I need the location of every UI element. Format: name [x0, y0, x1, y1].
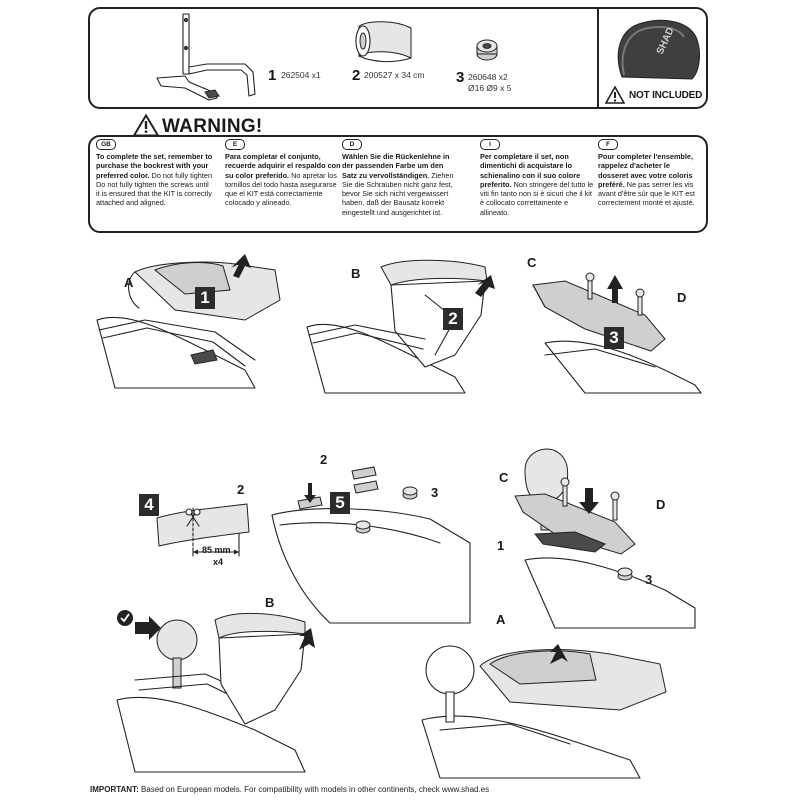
callout-a-step1: A [124, 275, 134, 290]
warning-body-fr: Ne pas serrer les vis avant d'être sûr q… [598, 179, 695, 208]
backrest-image: SHAD [617, 19, 700, 80]
step-5-illustration [271, 466, 471, 624]
warning-body-it: Non stringere del tutto le viti fin tant… [480, 179, 594, 217]
callout-b-final: B [265, 595, 275, 610]
warning-body-gb: Do not fully tighten Do not fully tighte… [96, 170, 212, 208]
callout-2-step4: 2 [237, 482, 245, 497]
parts-divider [597, 7, 599, 109]
warning-text-gb: GB To complete the set, remember to purc… [96, 139, 214, 208]
footnote-text: Based on European models. For compatibil… [138, 785, 490, 794]
warning-body-de: Ziehen Sie die Schrauben nicht ganz fest… [342, 170, 454, 217]
washer-part-icon [476, 39, 498, 61]
warning-bold-gb: To complete the set, remember to purchas… [96, 152, 213, 180]
callout-3-step6: 3 [645, 572, 653, 587]
part-1-code: 262504 x1 [281, 70, 321, 80]
part-3-number: 3 [456, 69, 465, 86]
step-3-badge: 3 [604, 327, 624, 349]
reinstall-seat-illustration [421, 644, 667, 779]
warning-text-es: E Para completar el conjunto, recuerde a… [225, 139, 343, 208]
check-icon [117, 610, 133, 626]
warning-bold-es: Para completar el conjunto, recuerde adq… [225, 152, 341, 180]
callout-b-step2: B [351, 266, 361, 281]
warning-text-de: D Wählen Sie die Rückenlehne in der pass… [342, 139, 460, 217]
cut-length-label: 85 mm [202, 545, 231, 555]
callout-3-step5: 3 [431, 485, 439, 500]
important-footnote: IMPORTANT: Based on European models. For… [90, 785, 489, 794]
step-4-illustration [156, 503, 250, 557]
callout-d-step3: D [677, 290, 687, 305]
part-2-number: 2 [352, 67, 361, 84]
language-badge-es: E [225, 139, 245, 150]
bracket-part-icon [156, 13, 256, 101]
reinstall-rack-illustration [116, 610, 315, 773]
step-4-badge: 4 [139, 494, 159, 516]
part-2-code: 200527 x 34 cm [364, 70, 425, 80]
part-3-dims: Ø16 Ø9 x 5 [468, 83, 512, 93]
warning-bold-it: Per completare il set, non dimentichi di… [480, 152, 581, 189]
caution-triangle-icon [605, 86, 625, 104]
step-3-illustration [532, 272, 702, 394]
arrow-up-icon [231, 254, 251, 278]
cut-quantity-label: x4 [213, 557, 224, 567]
callout-a-final: A [496, 612, 506, 627]
tape-roll-icon [355, 21, 412, 63]
language-badge-fr: F [598, 139, 618, 150]
step-6-illustration [514, 448, 696, 629]
language-badge-it: I [480, 139, 500, 150]
warning-text-it: I Per completare il set, non dimentichi … [480, 139, 598, 217]
warning-text-fr: F Pour completer l'ensemble, rappelez d'… [598, 139, 702, 208]
warning-bold-fr: Pour completer l'ensemble, rappelez d'ac… [598, 152, 694, 189]
step-1-badge: 1 [195, 287, 215, 309]
callout-d-step6: D [656, 497, 666, 512]
language-badge-gb: GB [96, 139, 116, 150]
step-5-badge: 5 [330, 492, 350, 514]
part-3-code: 260648 x2 [468, 72, 508, 82]
step-2-illustration [306, 259, 495, 394]
arrow-up-icon [607, 275, 623, 303]
callout-2-step5: 2 [320, 452, 328, 467]
parts-box [88, 7, 708, 109]
part-1-number: 1 [268, 67, 277, 84]
step-1-illustration [96, 254, 281, 389]
not-included-label: NOT INCLUDED [629, 90, 703, 101]
warning-body-es: No apretar los tornillos del todo hasta … [225, 170, 337, 208]
language-badge-de: D [342, 139, 362, 150]
step-2-badge: 2 [443, 308, 463, 330]
warning-bold-de: Wählen Sie die Rückenlehne in der passen… [342, 152, 450, 180]
callout-c-step6: C [499, 470, 509, 485]
callout-c-step3: C [527, 255, 537, 270]
callout-1-step6: 1 [497, 538, 505, 553]
warning-triangle-icon [133, 114, 159, 137]
arrow-up-icon [475, 275, 495, 297]
warning-title: WARNING! [162, 116, 263, 137]
footnote-label: IMPORTANT: [90, 785, 139, 794]
warning-box [88, 135, 708, 233]
